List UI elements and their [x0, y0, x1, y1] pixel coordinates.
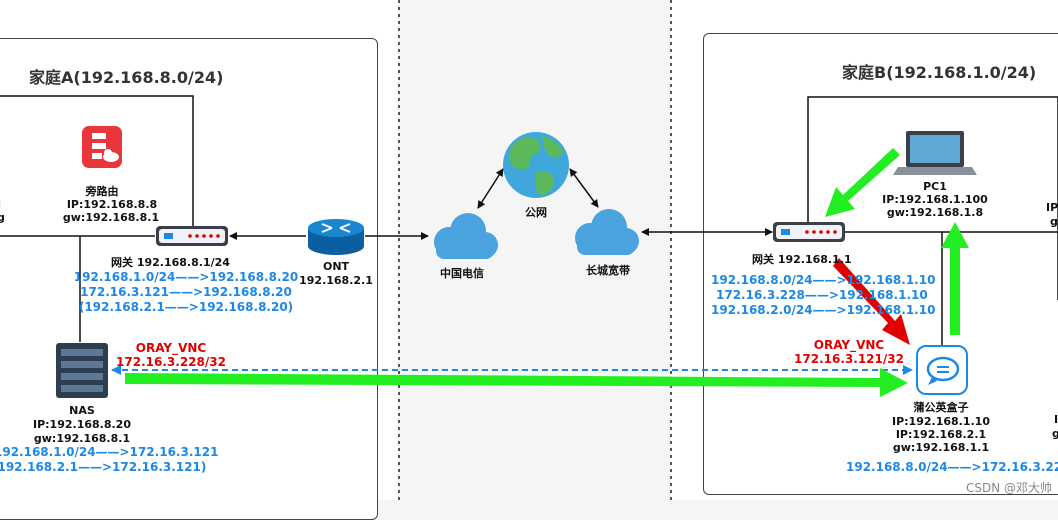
gateway-a-route: (192.168.2.1——>192.168.8.20)	[78, 300, 294, 314]
gateway-b-route: 192.168.2.0/24——>192.168.1.10	[711, 303, 936, 317]
gateway-b-router-icon	[773, 222, 845, 242]
box-ip2: IP:192.168.2.1	[895, 428, 987, 441]
isp-a-label: 中国电信	[440, 267, 484, 280]
nas-route: (192.168.2.1——>172.16.3.121)	[0, 460, 207, 474]
clipped-label: g	[1052, 427, 1058, 440]
isp-b-cloud-icon	[575, 209, 639, 255]
clipped-label: I	[1054, 413, 1058, 426]
clipped-label: gw	[1050, 215, 1058, 228]
home-a-wiring	[0, 95, 194, 342]
gateway-b-route: 172.16.3.228——>192.168.1.10	[716, 288, 928, 302]
network-diagram	[0, 0, 1058, 500]
link-internet-isp-b	[569, 168, 599, 208]
clipped-label: IP	[1046, 201, 1058, 214]
clipped-label: g	[0, 211, 5, 224]
home-a-title: 家庭A(192.168.8.0/24)	[29, 68, 224, 87]
pc1-gw: gw:192.168.1.8	[886, 206, 984, 219]
laptop-icon	[893, 131, 977, 175]
gateway-a-route: 172.16.3.121——>192.168.8.20	[80, 285, 292, 299]
bypass-router-name: 旁路由	[85, 185, 119, 198]
nas-vnc-name: ORAY_VNC	[135, 341, 207, 355]
box-name: 蒲公英盒子	[913, 401, 969, 414]
gateway-a-route: 192.168.1.0/24——>192.168.8.20	[73, 270, 299, 284]
bypass-router-gw: gw:192.168.8.1	[62, 211, 160, 224]
home-b-box	[703, 33, 1058, 495]
box-vnc-ip: 172.16.3.121/32	[794, 352, 904, 366]
gateway-b-label: 网关 192.168.1.1	[752, 253, 852, 266]
green-path-arrows	[125, 148, 969, 397]
nas-route: 192.168.1.0/24——>172.16.3.121	[0, 445, 219, 459]
box-ip1: IP:192.168.1.10	[892, 415, 990, 428]
isp-b-label: 长城宽带	[586, 264, 630, 277]
link-isp-a-internet	[477, 168, 504, 209]
pc1-name: PC1	[923, 180, 947, 193]
ont-ip: 192.168.2.1	[299, 274, 373, 287]
home-a-box	[0, 38, 378, 520]
isp-a-cloud-icon	[434, 213, 498, 259]
nas-icon	[56, 343, 108, 398]
gateway-b-route: 192.168.8.0/24——>192.168.1.10	[711, 273, 936, 287]
internet-label: 公网	[525, 206, 547, 219]
nas-ip: IP:192.168.8.20	[33, 418, 131, 431]
watermark: CSDN @邓大帅	[965, 481, 1052, 495]
nas-gw: gw:192.168.8.1	[33, 432, 131, 445]
gateway-a-label: 网关 192.168.8.1/24	[111, 256, 230, 269]
nas-vnc-ip: 172.16.3.228/32	[116, 355, 226, 369]
red-path-arrow	[833, 258, 910, 345]
home-b-title: 家庭B(192.168.1.0/24)	[842, 63, 1037, 82]
ont-icon	[308, 219, 364, 255]
gateway-a-router-icon	[156, 226, 228, 246]
pc1-ip: IP:192.168.1.100	[882, 193, 988, 206]
box-vnc-name: ORAY_VNC	[813, 338, 885, 352]
box-gw: gw:192.168.1.1	[892, 441, 990, 454]
internet-globe-icon	[503, 132, 569, 198]
clipped-label: I	[0, 198, 1, 211]
ont-name: ONT	[322, 260, 350, 273]
nas-name: NAS	[69, 404, 95, 417]
box-route: 192.168.8.0/24——>172.16.3.228	[846, 460, 1058, 474]
bypass-router-icon	[82, 126, 122, 168]
pugongying-box-icon	[916, 345, 968, 395]
bypass-router-ip: IP:192.168.8.8	[66, 198, 158, 211]
